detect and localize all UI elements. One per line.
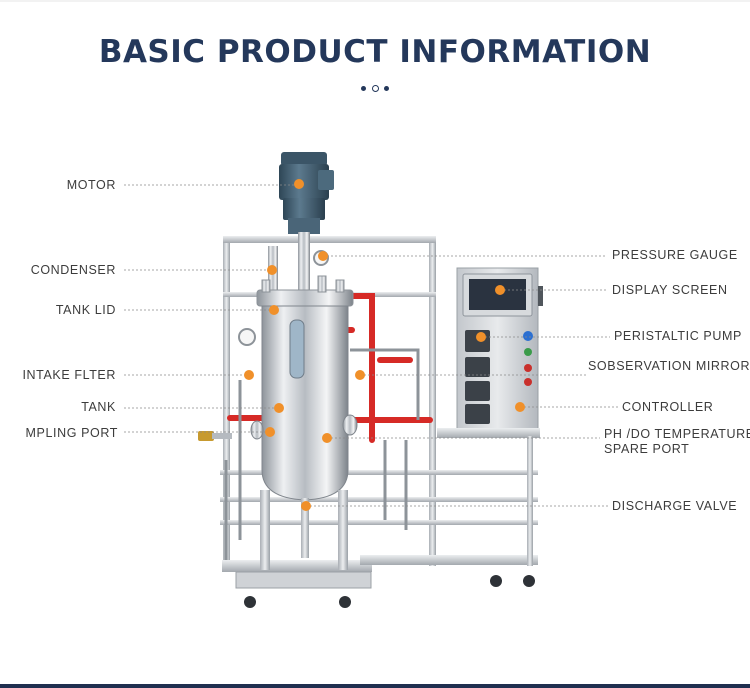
frame-rail-3 [220, 520, 538, 525]
marker-peristaltic-pump [476, 332, 486, 342]
lid-fitting-3 [335, 279, 345, 293]
label-condenser: CONDENSER [30, 263, 116, 277]
label-intake-filter: INTAKE FLTER [22, 368, 116, 382]
marker-pressure-gauge [318, 251, 328, 261]
pipe-red-upper [349, 293, 375, 443]
pump-head-4 [465, 404, 490, 424]
side-port-left [250, 420, 264, 440]
frame-post-left [223, 236, 230, 566]
label-peristaltic-pump: PERISTALTIC PUMP [614, 329, 742, 343]
tank-legs [260, 490, 348, 570]
marker-sampling-port [265, 427, 275, 437]
steel-pipes [224, 348, 420, 560]
motor [279, 152, 334, 234]
label-tank-lid: TANK LID [55, 303, 116, 317]
title-dots [358, 85, 394, 93]
display-screen-glass [469, 279, 526, 310]
caster-3 [490, 575, 502, 587]
pipe-steel-2 [350, 348, 420, 420]
dot-left [361, 86, 366, 91]
frame-post-right [429, 236, 436, 566]
label-ph-do-line2: SPARE PORT [604, 442, 690, 456]
indicator-red [524, 364, 532, 372]
caster-2 [339, 596, 351, 608]
pump-head-2 [465, 357, 490, 377]
label-tank: TANK [81, 400, 116, 414]
top-divider [0, 0, 750, 2]
page-title: BASIC PRODUCT INFORMATION [98, 34, 652, 70]
pump-head-3 [465, 381, 490, 401]
tank-vessel [250, 305, 358, 501]
marker-tank [274, 403, 284, 413]
dot-right [384, 86, 389, 91]
discharge-pipe [301, 498, 309, 558]
marker-controller [515, 402, 525, 412]
marker-intake-filter [244, 370, 254, 380]
motor-body [279, 164, 329, 200]
cabinet-leg-left [527, 436, 533, 566]
tank-leg-left [260, 490, 270, 570]
marker-motor [294, 179, 304, 189]
label-pressure-gauge: PRESSURE GAUGE [612, 248, 738, 262]
pump-head-1 [465, 330, 490, 352]
lid-fitting-2 [317, 275, 327, 293]
marker-ph-do [322, 433, 332, 443]
frame-rail-2 [220, 497, 538, 502]
indicator-red-2 [524, 378, 532, 386]
frame-base-plate [235, 571, 372, 589]
side-port-right [342, 414, 358, 436]
frame-base-right [360, 555, 538, 565]
motor-terminal-box [318, 170, 334, 190]
indicator-blue [523, 331, 533, 341]
label-display-screen: DISPLAY SCREEN [612, 283, 728, 297]
label-controller: CONTROLLER [622, 400, 714, 414]
label-observation-mirror: SOBSERVATION MIRROR [588, 359, 750, 373]
motor-gearbox [283, 198, 325, 220]
marker-discharge-valve [301, 501, 311, 511]
sampling-valve-brass [198, 431, 214, 441]
caster-1 [244, 596, 256, 608]
marker-observation-mirror [355, 370, 365, 380]
dot-middle [372, 85, 379, 92]
label-discharge-valve: DISCHARGE VALVE [612, 499, 738, 513]
label-sampling-port: MPLING PORT [25, 426, 118, 440]
motor-fan-cap [281, 152, 327, 166]
lid-fitting-1 [261, 279, 271, 293]
tank-body [261, 305, 349, 501]
sampling-valve-stem [212, 433, 232, 439]
support-frame [220, 236, 538, 589]
leader-lines [124, 184, 618, 507]
caster-4 [523, 575, 535, 587]
label-ph-do-line1: PH /DO TEMPERATURE [604, 427, 750, 441]
lid-fittings [261, 275, 345, 293]
marker-condenser [267, 265, 277, 275]
lid-gauge-dial [238, 328, 256, 346]
tank-leg-right [338, 490, 348, 570]
drive-shaft [298, 232, 310, 292]
frame-top-beam [223, 236, 436, 243]
control-cabinet [437, 267, 543, 566]
sight-glass [289, 319, 305, 379]
motor-flange [288, 218, 320, 234]
marker-tank-lid [269, 305, 279, 315]
callout-markers [244, 179, 525, 511]
frame-rail-1 [220, 470, 538, 475]
cabinet-stand [437, 428, 540, 438]
indicator-green [524, 348, 532, 356]
marker-display-screen [495, 285, 505, 295]
bottom-divider [0, 684, 750, 688]
cabinet-handle [538, 286, 543, 306]
frame-base-left [222, 560, 372, 572]
label-motor: MOTOR [66, 178, 116, 192]
casters [244, 575, 535, 608]
